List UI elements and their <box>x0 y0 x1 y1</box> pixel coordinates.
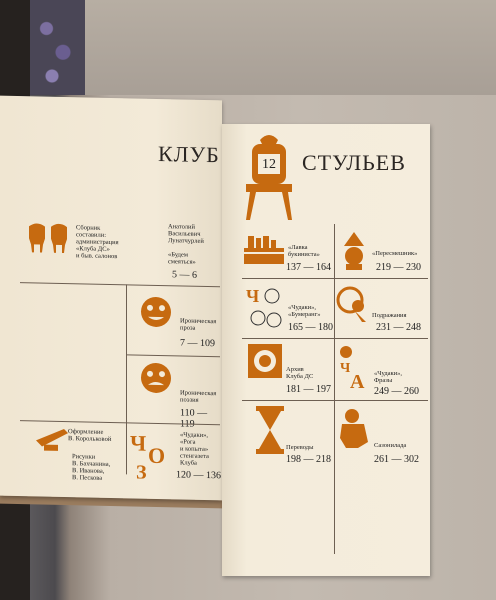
faces-icon: Ч <box>246 286 282 328</box>
right-rule-3 <box>242 400 428 401</box>
section4-pages: 120 — 136 <box>176 469 221 482</box>
title-number: 12 <box>262 157 276 172</box>
right-column-rule <box>334 224 335 554</box>
row2-right-pages: 231 — 248 <box>376 322 421 333</box>
svg-text:А: А <box>350 371 365 388</box>
svg-text:Ч: Ч <box>340 361 351 376</box>
row4-right-pages: 261 — 302 <box>374 454 419 465</box>
row1-right-name: «Пересмешник» <box>372 250 418 257</box>
column-rule <box>126 284 127 475</box>
section1-pages: 5 — 6 <box>172 269 197 281</box>
row4-left-pages: 198 — 218 <box>286 454 331 465</box>
svg-text:Ч: Ч <box>246 286 259 306</box>
title-part2: СТУЛЬЕВ <box>302 150 406 175</box>
row4-left-name: Переводы <box>286 444 314 451</box>
row2-left-pages: 165 — 180 <box>288 322 333 333</box>
row4-right-name: Сазонилада <box>374 442 407 449</box>
row3-right-pages: 249 — 260 <box>374 386 419 397</box>
reading-figure-icon <box>340 409 368 448</box>
chudaki-letters-icon: Ч О З <box>130 430 165 480</box>
title-part1: КЛУБ <box>158 140 220 168</box>
section2-pages: 7 — 109 <box>180 337 215 350</box>
right-rule-1 <box>242 278 428 279</box>
monkey-icon <box>336 286 366 322</box>
books-icon <box>244 236 284 264</box>
right-rule-2 <box>242 338 428 339</box>
svg-text:Ч: Ч <box>130 430 146 455</box>
archive-medallion-icon <box>248 344 282 378</box>
rule-2 <box>126 354 220 358</box>
row1-left-pages: 137 — 164 <box>286 262 331 273</box>
row1-right-pages: 219 — 230 <box>376 262 421 273</box>
poetry-mask-icon <box>141 362 171 393</box>
pen-icon <box>36 429 68 451</box>
mask-icon <box>141 296 171 327</box>
row2-right-name: Подражания <box>372 312 407 319</box>
row3-right-name: «Чудаки»,Фразы <box>374 370 403 384</box>
flower-decoration <box>30 0 85 95</box>
svg-text:З: З <box>136 462 147 480</box>
section3-pages: 110 — 119 <box>180 407 208 430</box>
chudaki-phrases-icon: ЧА <box>340 346 365 388</box>
ornate-chair-icon <box>246 135 292 220</box>
armchair-icon <box>29 223 67 254</box>
rule-1 <box>20 282 220 288</box>
svg-text:О: О <box>148 443 165 468</box>
hourglass-icon <box>256 406 284 454</box>
row2-left-name: «Чудаки»,«Бумеранг» <box>288 304 321 318</box>
jester-icon <box>344 232 364 270</box>
row3-left-pages: 181 — 197 <box>286 384 331 395</box>
